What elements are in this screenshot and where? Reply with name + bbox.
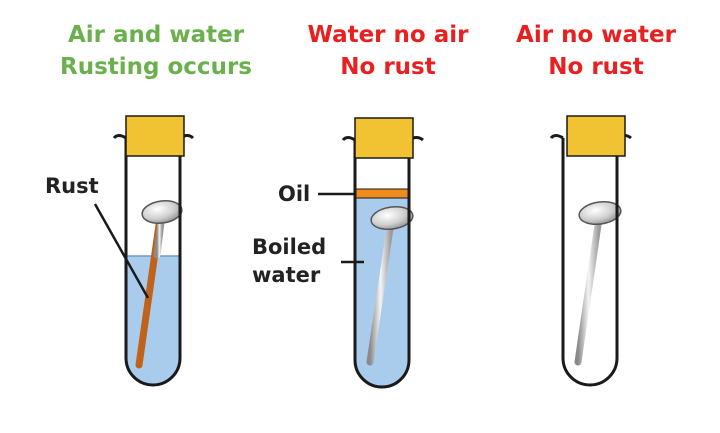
tube-rim-left xyxy=(341,136,356,142)
heading-line-2: No rust xyxy=(548,54,644,80)
heading-line-1: Air and water xyxy=(67,22,245,48)
tube-outline xyxy=(561,138,619,387)
heading-line-1: Water no air xyxy=(307,22,469,48)
boiled-water-label-line-1: Boiled xyxy=(252,235,327,259)
rust-label: Rust xyxy=(45,174,99,198)
boiled-water-label-line-2: water xyxy=(252,263,321,287)
heading-line-1: Air no water xyxy=(516,22,676,48)
oil-layer xyxy=(354,188,410,199)
stopper xyxy=(354,117,414,159)
heading-water-no-air: Water no air No rust xyxy=(258,19,518,83)
stopper xyxy=(566,115,626,157)
heading-air-and-water: Air and water Rusting occurs xyxy=(26,19,286,83)
rust-pointer-line xyxy=(93,203,150,299)
tube-outline xyxy=(124,138,182,387)
nail xyxy=(574,200,622,366)
tube-rim-left xyxy=(112,134,127,140)
heading-air-no-water: Air no water No rust xyxy=(466,19,720,83)
tube-outline xyxy=(353,140,411,389)
nail xyxy=(135,200,183,369)
heading-line-2: No rust xyxy=(340,54,436,80)
boiled-water-label: Boiled water xyxy=(252,233,326,289)
nail xyxy=(366,205,414,366)
oil-label: Oil xyxy=(278,182,311,206)
heading-line-2: Rusting occurs xyxy=(60,54,252,80)
tube-rim-left xyxy=(549,134,564,140)
tube-air-no-water xyxy=(549,115,632,387)
tube-air-and-water xyxy=(112,115,195,387)
stopper xyxy=(125,115,185,157)
tube-water-no-air xyxy=(341,117,424,389)
